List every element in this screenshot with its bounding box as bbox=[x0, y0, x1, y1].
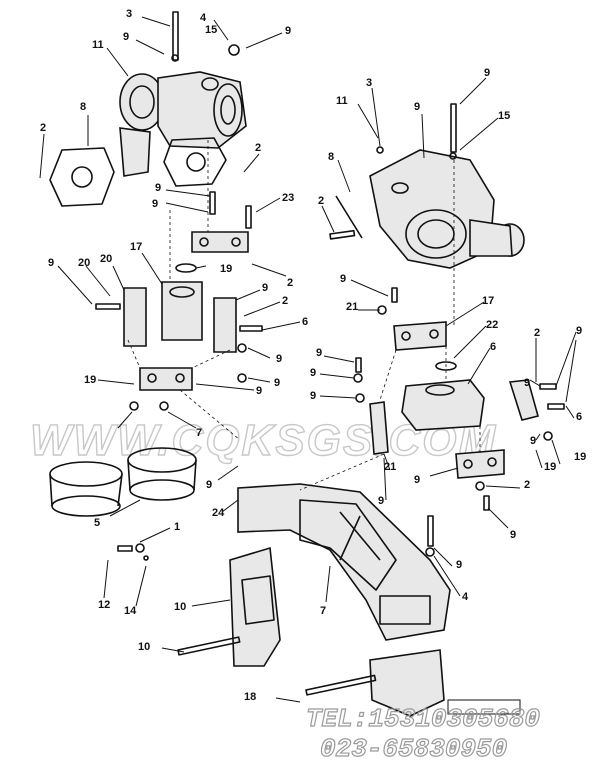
callout-label: 9 bbox=[48, 257, 54, 269]
contact-plate bbox=[447, 699, 521, 715]
callout-label: 2 bbox=[255, 142, 261, 154]
spacer-plate-upper-left bbox=[191, 231, 249, 253]
callout-label: 2 bbox=[318, 195, 324, 207]
callout-label: 18 bbox=[244, 691, 256, 703]
flange-gasket-left bbox=[163, 137, 227, 187]
side-plate-left-a bbox=[123, 287, 147, 347]
contact-phone: 023-65830950 bbox=[320, 734, 507, 764]
callout-label: 6 bbox=[490, 341, 496, 353]
callout-label: 2 bbox=[287, 277, 293, 289]
callout-label: 15 bbox=[205, 24, 217, 36]
callout-label: 4 bbox=[462, 591, 469, 603]
callout-label: 21 bbox=[346, 301, 358, 313]
callout-label: 17 bbox=[482, 295, 494, 307]
callout-label: 20 bbox=[78, 257, 90, 269]
callout-label: 9 bbox=[155, 182, 161, 194]
callout-label: 9 bbox=[206, 479, 212, 491]
leader-lines bbox=[39, 16, 577, 703]
callout-label: 6 bbox=[302, 316, 308, 328]
contact-tel: TEL:15310305680 bbox=[306, 704, 540, 734]
callout-label: 21 bbox=[384, 461, 396, 473]
adapter-block-right bbox=[401, 379, 485, 431]
side-bracket-right-b bbox=[508, 379, 539, 421]
callout-label: 20 bbox=[100, 253, 112, 265]
callout-label: 23 bbox=[282, 192, 294, 204]
side-bracket-right-a bbox=[369, 401, 389, 455]
callout-label: 9 bbox=[530, 435, 536, 447]
callout-label: 17 bbox=[130, 241, 142, 253]
callout-label: 9 bbox=[576, 325, 582, 337]
callout-label: 8 bbox=[80, 101, 86, 113]
callout-label: 9 bbox=[310, 390, 316, 402]
callout-label: 19 bbox=[84, 374, 96, 386]
callout-label: 3 bbox=[366, 77, 372, 89]
callout-label: 9 bbox=[484, 67, 490, 79]
callout-label: 9 bbox=[378, 495, 384, 507]
gasket-left bbox=[49, 147, 115, 207]
callout-label: 12 bbox=[98, 599, 110, 611]
callout-label: 6 bbox=[576, 411, 582, 423]
callout-label: 9 bbox=[310, 367, 316, 379]
lower-support-plate bbox=[229, 546, 281, 667]
callout-label: 2 bbox=[282, 295, 288, 307]
v-band-clamp-b bbox=[127, 447, 197, 501]
callout-label: 9 bbox=[414, 474, 420, 486]
callout-label: 9 bbox=[285, 25, 291, 37]
callout-label: 24 bbox=[212, 507, 225, 519]
mount-foot-lower bbox=[369, 649, 445, 717]
callout-label: 9 bbox=[123, 31, 129, 43]
callout-label: 7 bbox=[196, 427, 202, 439]
callout-label: 5 bbox=[94, 517, 100, 529]
callout-label: 2 bbox=[40, 122, 46, 134]
v-band-clamp-a bbox=[49, 461, 123, 517]
callout-label: 9 bbox=[510, 529, 516, 541]
callout-label: 15 bbox=[498, 110, 510, 122]
o-ring-left bbox=[175, 263, 197, 273]
callout-label: 9 bbox=[340, 273, 346, 285]
callout-label: 9 bbox=[152, 198, 158, 210]
callout-label: 9 bbox=[274, 377, 280, 389]
turbocharger-left bbox=[119, 71, 247, 177]
callout-label: 10 bbox=[174, 601, 186, 613]
callout-label: 19 bbox=[574, 451, 586, 463]
callout-label: 19 bbox=[544, 461, 556, 473]
callout-label: 9 bbox=[262, 282, 268, 294]
main-support-bracket bbox=[237, 483, 451, 641]
callout-label: 2 bbox=[534, 327, 540, 339]
callout-label: 9 bbox=[414, 101, 420, 113]
callout-label: 9 bbox=[524, 377, 530, 389]
callout-label: 11 bbox=[336, 95, 348, 107]
callout-label: 14 bbox=[124, 605, 137, 617]
callout-label: 9 bbox=[456, 559, 462, 571]
callout-label: 4 bbox=[200, 12, 207, 24]
callout-label: 10 bbox=[138, 641, 150, 653]
callout-label: 9 bbox=[256, 385, 262, 397]
turbocharger-right bbox=[369, 149, 525, 269]
callout-labels: 3 9 4 9 15 11 8 2 2 9 9 23 17 19 2 9 20 … bbox=[40, 8, 586, 703]
callout-label: 9 bbox=[316, 347, 322, 359]
callout-label: 3 bbox=[126, 8, 132, 20]
callout-label: 8 bbox=[328, 151, 334, 163]
callout-label: 1 bbox=[174, 521, 180, 533]
callout-label: 11 bbox=[92, 39, 104, 51]
adapter-block-left bbox=[161, 281, 203, 341]
callout-label: 7 bbox=[320, 605, 326, 617]
callout-label: 22 bbox=[486, 319, 498, 331]
side-plate-left-b bbox=[213, 297, 237, 353]
callout-label: 9 bbox=[276, 353, 282, 365]
callout-label: 19 bbox=[220, 263, 232, 275]
spacer-plate-lower-right bbox=[455, 449, 505, 479]
callout-label: 2 bbox=[524, 479, 530, 491]
